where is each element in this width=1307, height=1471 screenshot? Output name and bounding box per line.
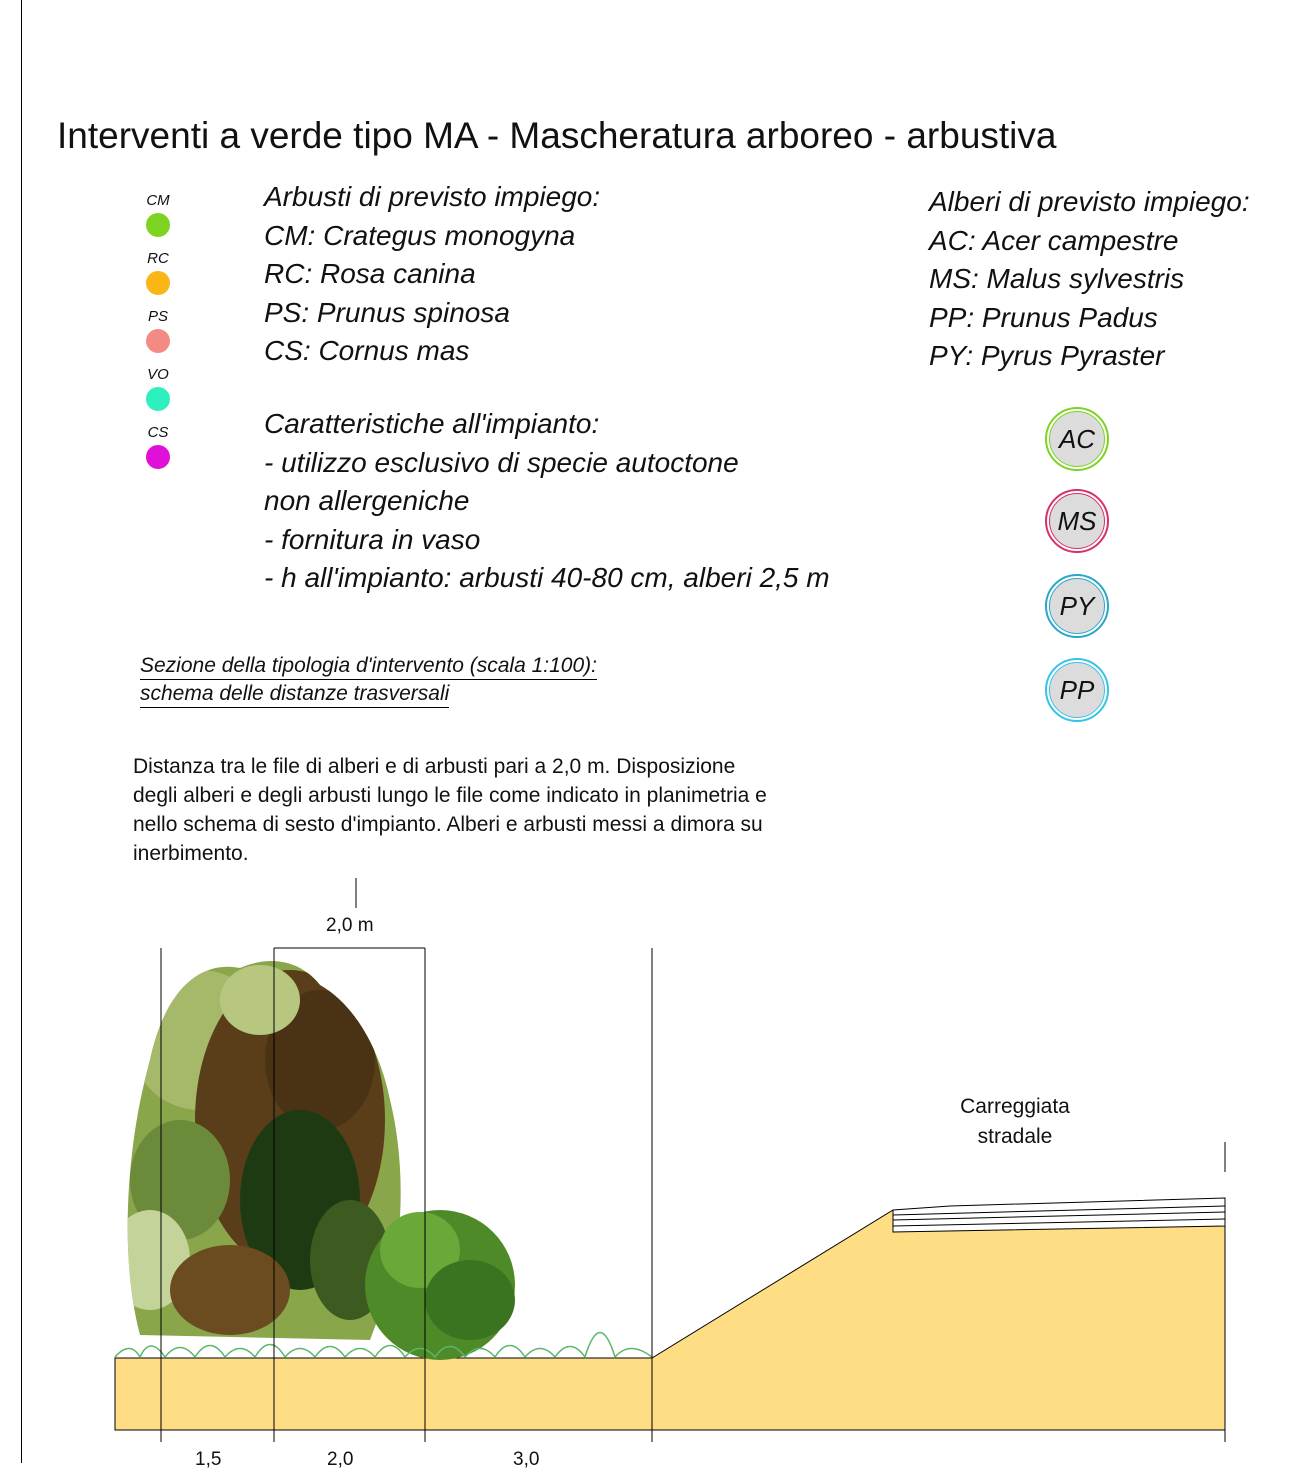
characteristics: Caratteristiche all'impianto: - utilizzo…	[264, 405, 830, 598]
tree-badge-ms: MS	[1045, 489, 1109, 553]
legend-dot-ps	[146, 329, 170, 353]
tree-badge-label: PP	[1049, 662, 1105, 718]
shrubs-heading: Arbusti di previsto impiego:	[264, 181, 601, 212]
shrub-item: CM: Crategus monogyna	[264, 219, 576, 251]
trees-list: Alberi di previsto impiego: AC: Acer cam…	[929, 183, 1250, 376]
section-caption-line2: schema delle distanze trasversali	[140, 680, 450, 708]
legend-item-ps: PS	[138, 308, 178, 353]
frame-border	[21, 0, 22, 1463]
dimension-top-label: 2,0 m	[326, 915, 374, 936]
planting-note: Distanza tra le file di alberi e di arbu…	[133, 755, 767, 865]
tree-badge-label: AC	[1049, 411, 1105, 467]
tree-badge-ac: AC	[1045, 407, 1109, 471]
legend-dot-cs	[146, 445, 170, 469]
tree-badge-label: MS	[1049, 493, 1105, 549]
legend-item-cm: CM	[138, 192, 178, 237]
shrub-item: CS: Cornus mas	[264, 335, 470, 366]
legend-code: CS	[147, 424, 169, 441]
shrub-item: PS: Prunus spinosa	[264, 296, 510, 328]
legend-dot-vo	[146, 387, 170, 411]
tree-item: PP: Prunus Padus	[929, 301, 1158, 333]
dimension-bottom-label: 2,0	[327, 1449, 354, 1470]
characteristics-line: non allergeniche	[264, 485, 470, 516]
legend-code: RC	[147, 250, 169, 267]
tree-badge-py: PY	[1045, 574, 1109, 638]
legend-dot-cm	[146, 213, 170, 237]
tree-illustration	[127, 961, 401, 1340]
legend-code: VO	[147, 366, 169, 383]
characteristics-line: - utilizzo esclusivo di specie autoctone	[264, 446, 739, 478]
road-label-line2: stradale	[977, 1125, 1053, 1148]
characteristics-line: - h all'impianto: arbusti 40-80 cm, albe…	[264, 562, 830, 593]
tree-item: PY: Pyrus Pyraster	[929, 340, 1165, 371]
legend-item-rc: RC	[138, 250, 178, 295]
legend-code: PS	[147, 308, 168, 325]
legend-item-vo: VO	[138, 366, 178, 411]
tree-item: AC: Acer campestre	[929, 224, 1179, 256]
legend-code: CM	[146, 192, 170, 209]
road-layers	[892, 1197, 1226, 1233]
section-caption: Sezione della tipologia d'intervento (sc…	[140, 652, 597, 708]
legend-dot-rc	[146, 271, 170, 295]
tree-item: MS: Malus sylvestris	[929, 263, 1185, 294]
road-label: Carreggiata stradale	[940, 1092, 1090, 1152]
grass-strip	[114, 1332, 653, 1359]
characteristics-line: - fornitura in vaso	[264, 523, 481, 555]
shrub-illustration	[365, 1210, 515, 1360]
shrubs-list: Arbusti di previsto impiego: CM: Crategu…	[264, 178, 600, 371]
trees-heading: Alberi di previsto impiego:	[929, 186, 1250, 217]
shrub-item: RC: Rosa canina	[264, 258, 476, 289]
dimension-bottom-label: 3,0	[513, 1449, 540, 1470]
characteristics-heading: Caratteristiche all'impianto:	[264, 408, 600, 439]
tree-badge-pp: PP	[1045, 658, 1109, 722]
road-label-line1: Carreggiata	[960, 1095, 1070, 1118]
dimension-bottom-label: 1,5	[195, 1449, 222, 1470]
legend-item-cs: CS	[138, 424, 178, 469]
tree-badge-label: PY	[1049, 578, 1105, 634]
page-title: Interventi a verde tipo MA - Mascheratur…	[57, 115, 1057, 156]
